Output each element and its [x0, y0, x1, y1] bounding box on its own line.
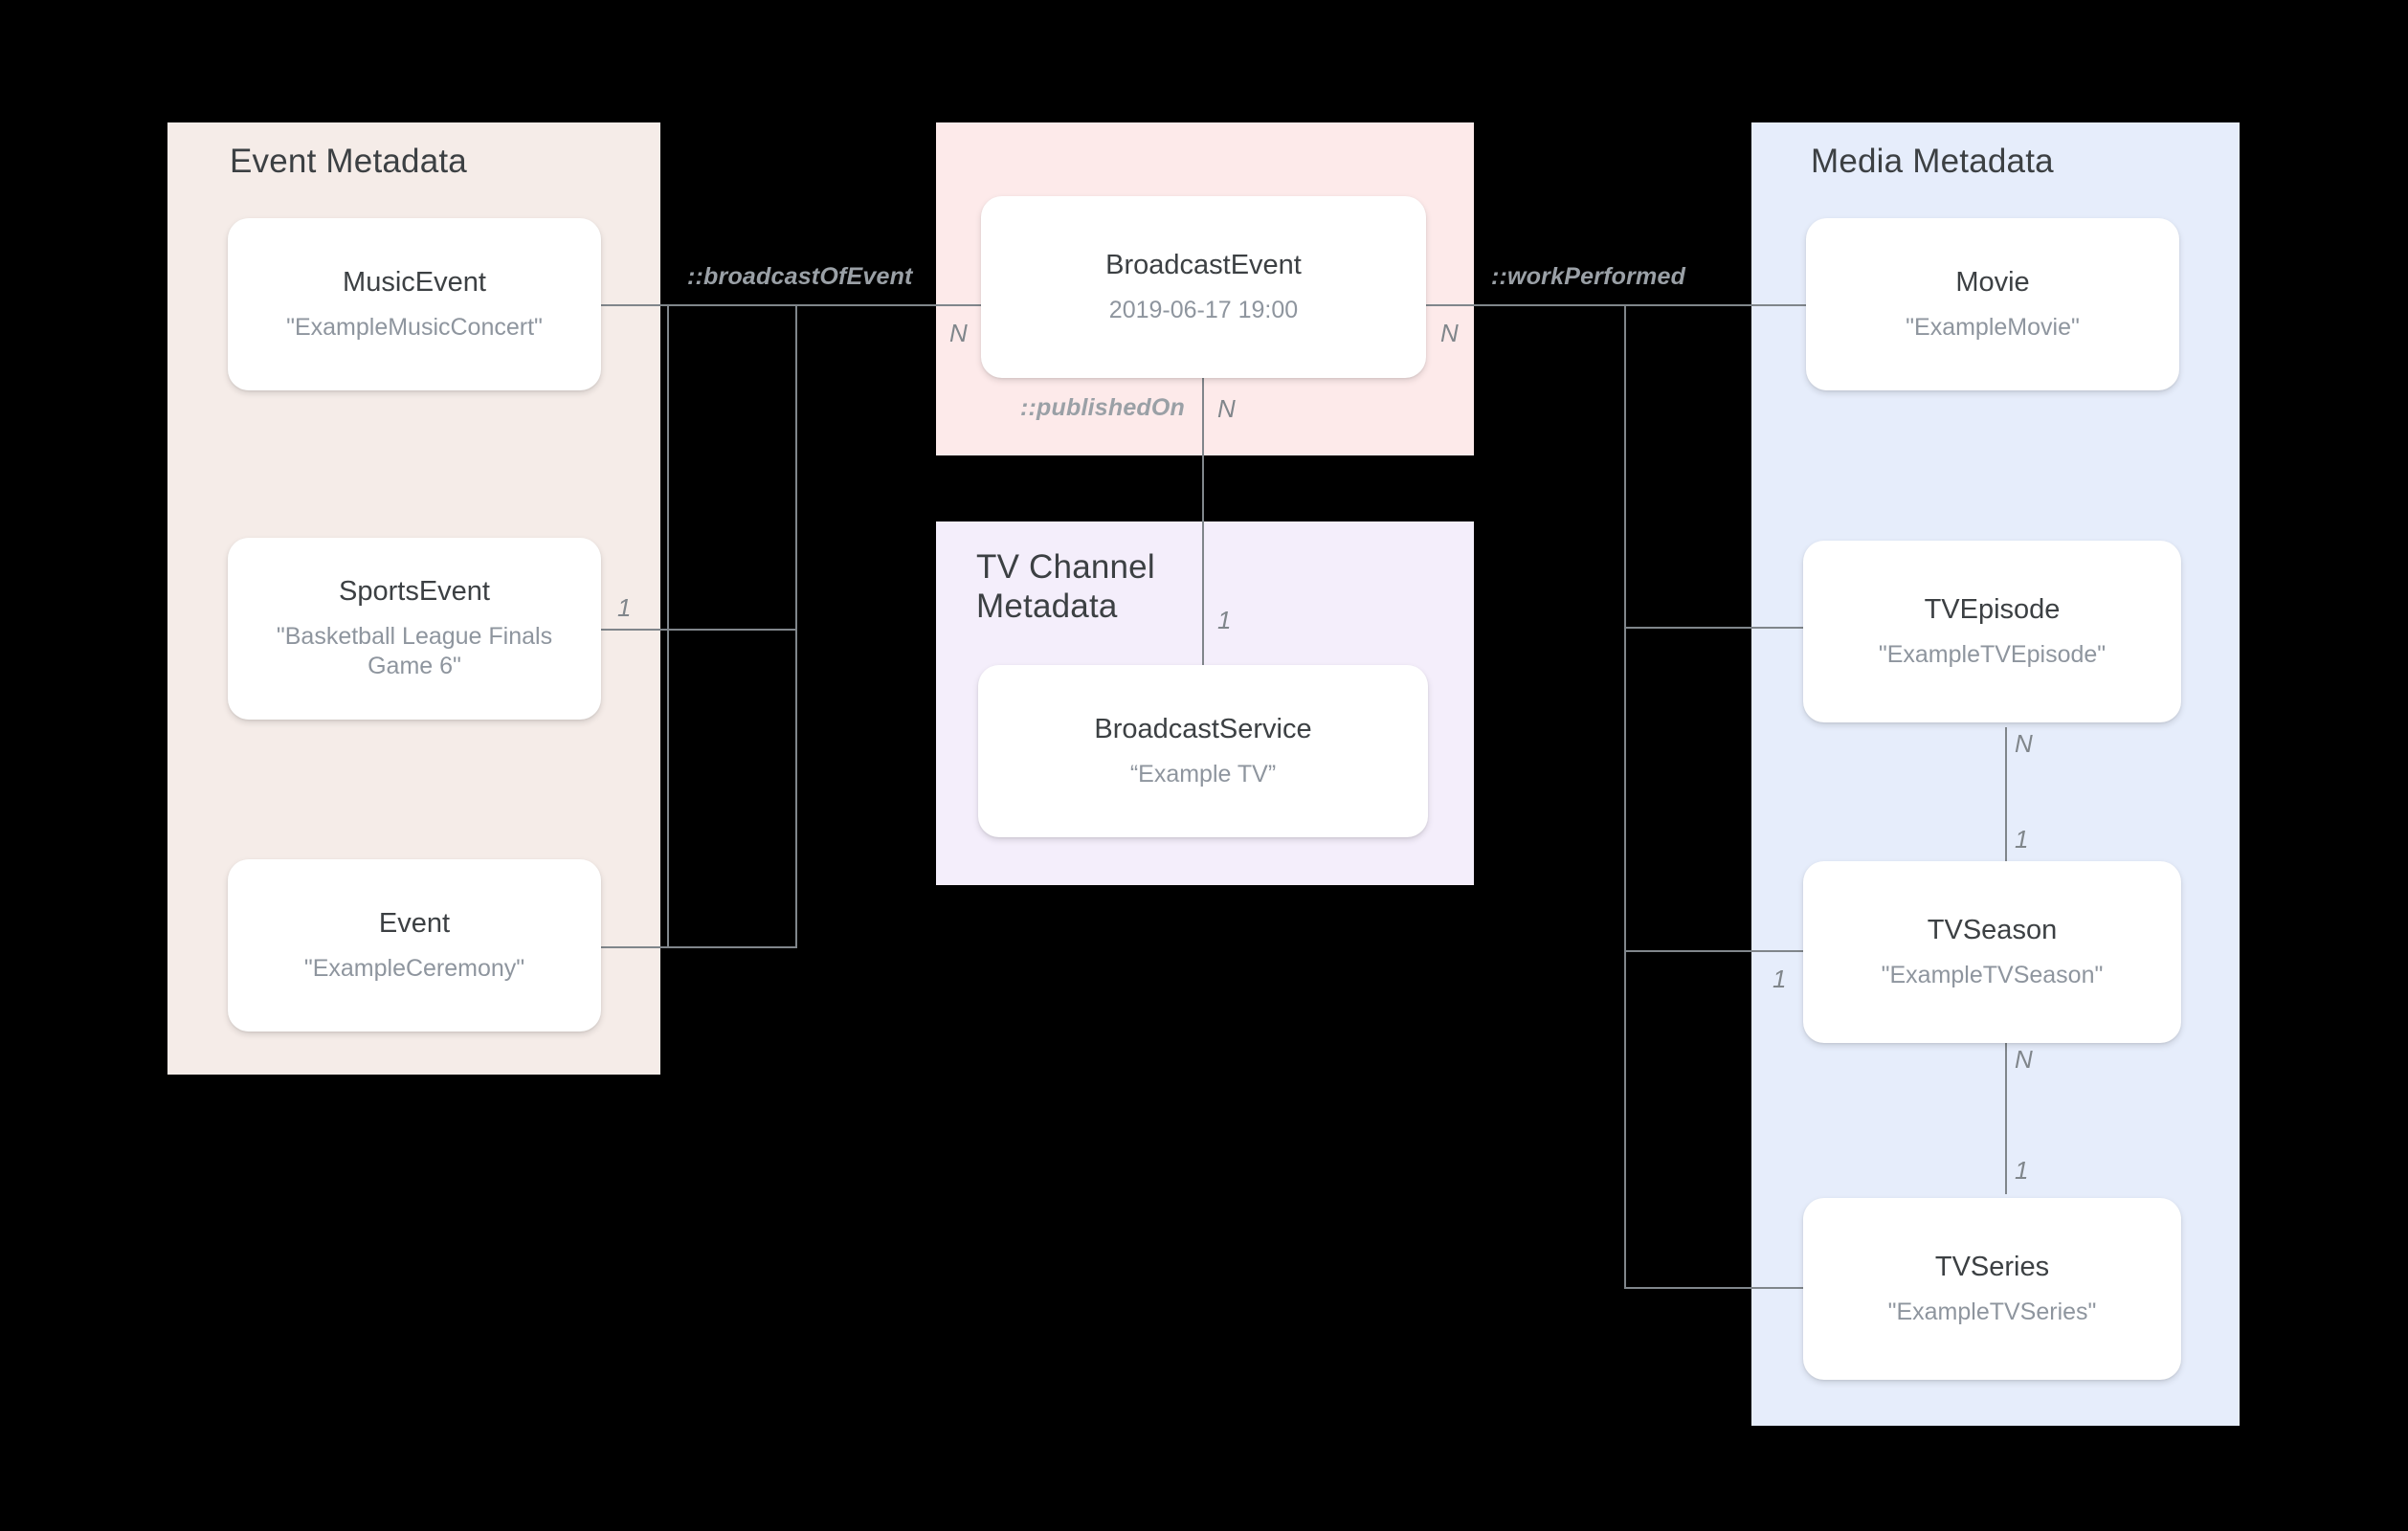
connector-sports-event-stub [601, 629, 797, 631]
node-broadcast-event-title: BroadcastEvent [1105, 249, 1302, 280]
connector-tv-episode-stub [1624, 627, 1806, 629]
cardinality-episode-to-season-n: N [2015, 729, 2033, 758]
connector-media-vertical-bus [1624, 304, 1626, 1289]
edge-label-published-on: ::publishedOn [1020, 394, 1186, 421]
connector-published-on [1202, 378, 1204, 665]
node-sports-event-title: SportsEvent [339, 576, 490, 608]
node-movie-value: "ExampleMovie" [1906, 313, 2080, 341]
connector-episode-to-season [2005, 727, 2007, 895]
connector-event-vertical-bus [795, 304, 797, 948]
connector-broadcast-of-event-riser [667, 304, 669, 948]
connector-tv-season-stub [1624, 950, 1806, 952]
node-tv-series-title: TVSeries [1934, 1251, 2050, 1282]
node-broadcast-service[interactable]: BroadcastService “Example TV” [978, 665, 1428, 837]
node-event[interactable]: Event "ExampleCeremony" [228, 859, 601, 1032]
node-music-event[interactable]: MusicEvent "ExampleMusicConcert" [228, 218, 601, 390]
cardinality-published-on-target: 1 [1217, 606, 1232, 634]
node-tv-episode[interactable]: TVEpisode "ExampleTVEpisode" [1803, 541, 2181, 722]
cardinality-work-performed-source: N [1440, 319, 1459, 347]
cardinality-broadcast-of-event-source: N [949, 319, 968, 347]
connector-movie-stub [1624, 304, 1806, 306]
node-sports-event-value: "Basketball League Finals Game 6" [276, 623, 553, 680]
node-movie-title: Movie [1955, 266, 2030, 298]
group-tv-channel-metadata-title: TV Channel Metadata [976, 548, 1155, 626]
node-music-event-title: MusicEvent [343, 266, 486, 298]
connector-event-stub [601, 946, 797, 948]
connector-season-to-series [2005, 1041, 2007, 1194]
node-tv-season-value: "ExampleTVSeason" [1881, 961, 2104, 988]
group-media-metadata-title: Media Metadata [1811, 143, 2054, 180]
node-event-title: Event [378, 907, 451, 939]
node-tv-series-value: "ExampleTVSeries" [1887, 1298, 2097, 1325]
connector-work-performed-run [1407, 304, 1799, 306]
connector-broadcast-of-event-run [667, 304, 1002, 306]
group-event-metadata-title: Event Metadata [230, 143, 467, 180]
node-tv-season-title: TVSeason [1927, 914, 2058, 945]
node-broadcast-service-title: BroadcastService [1094, 713, 1312, 744]
cardinality-season-to-series-n: N [2015, 1045, 2033, 1074]
node-tv-season[interactable]: TVSeason "ExampleTVSeason" [1803, 861, 2181, 1043]
node-music-event-value: "ExampleMusicConcert" [286, 313, 543, 341]
node-movie[interactable]: Movie "ExampleMovie" [1806, 218, 2179, 390]
edge-label-work-performed: ::workPerformed [1491, 263, 1686, 290]
edge-label-broadcast-of-event: ::broadcastOfEvent [687, 263, 913, 290]
connector-tv-series-stub [1624, 1287, 1806, 1289]
cardinality-season-to-series-1: 1 [2015, 1156, 2029, 1185]
node-tv-episode-title: TVEpisode [1924, 593, 2061, 625]
node-broadcast-event-value: 2019-06-17 19:00 [1108, 296, 1299, 323]
node-sports-event[interactable]: SportsEvent "Basketball League Finals Ga… [228, 538, 601, 720]
cardinality-work-performed-tv-season: 1 [1773, 965, 1787, 993]
node-tv-series[interactable]: TVSeries "ExampleTVSeries" [1803, 1198, 2181, 1380]
node-tv-episode-value: "ExampleTVEpisode" [1878, 640, 2107, 668]
node-broadcast-event[interactable]: BroadcastEvent 2019-06-17 19:00 [981, 196, 1426, 378]
cardinality-published-on-source: N [1217, 394, 1236, 423]
cardinality-broadcast-of-event-target: 1 [617, 593, 632, 622]
cardinality-episode-to-season-1: 1 [2015, 825, 2029, 854]
node-broadcast-service-value: “Example TV” [1129, 760, 1277, 788]
node-event-value: "ExampleCeremony" [303, 954, 525, 982]
